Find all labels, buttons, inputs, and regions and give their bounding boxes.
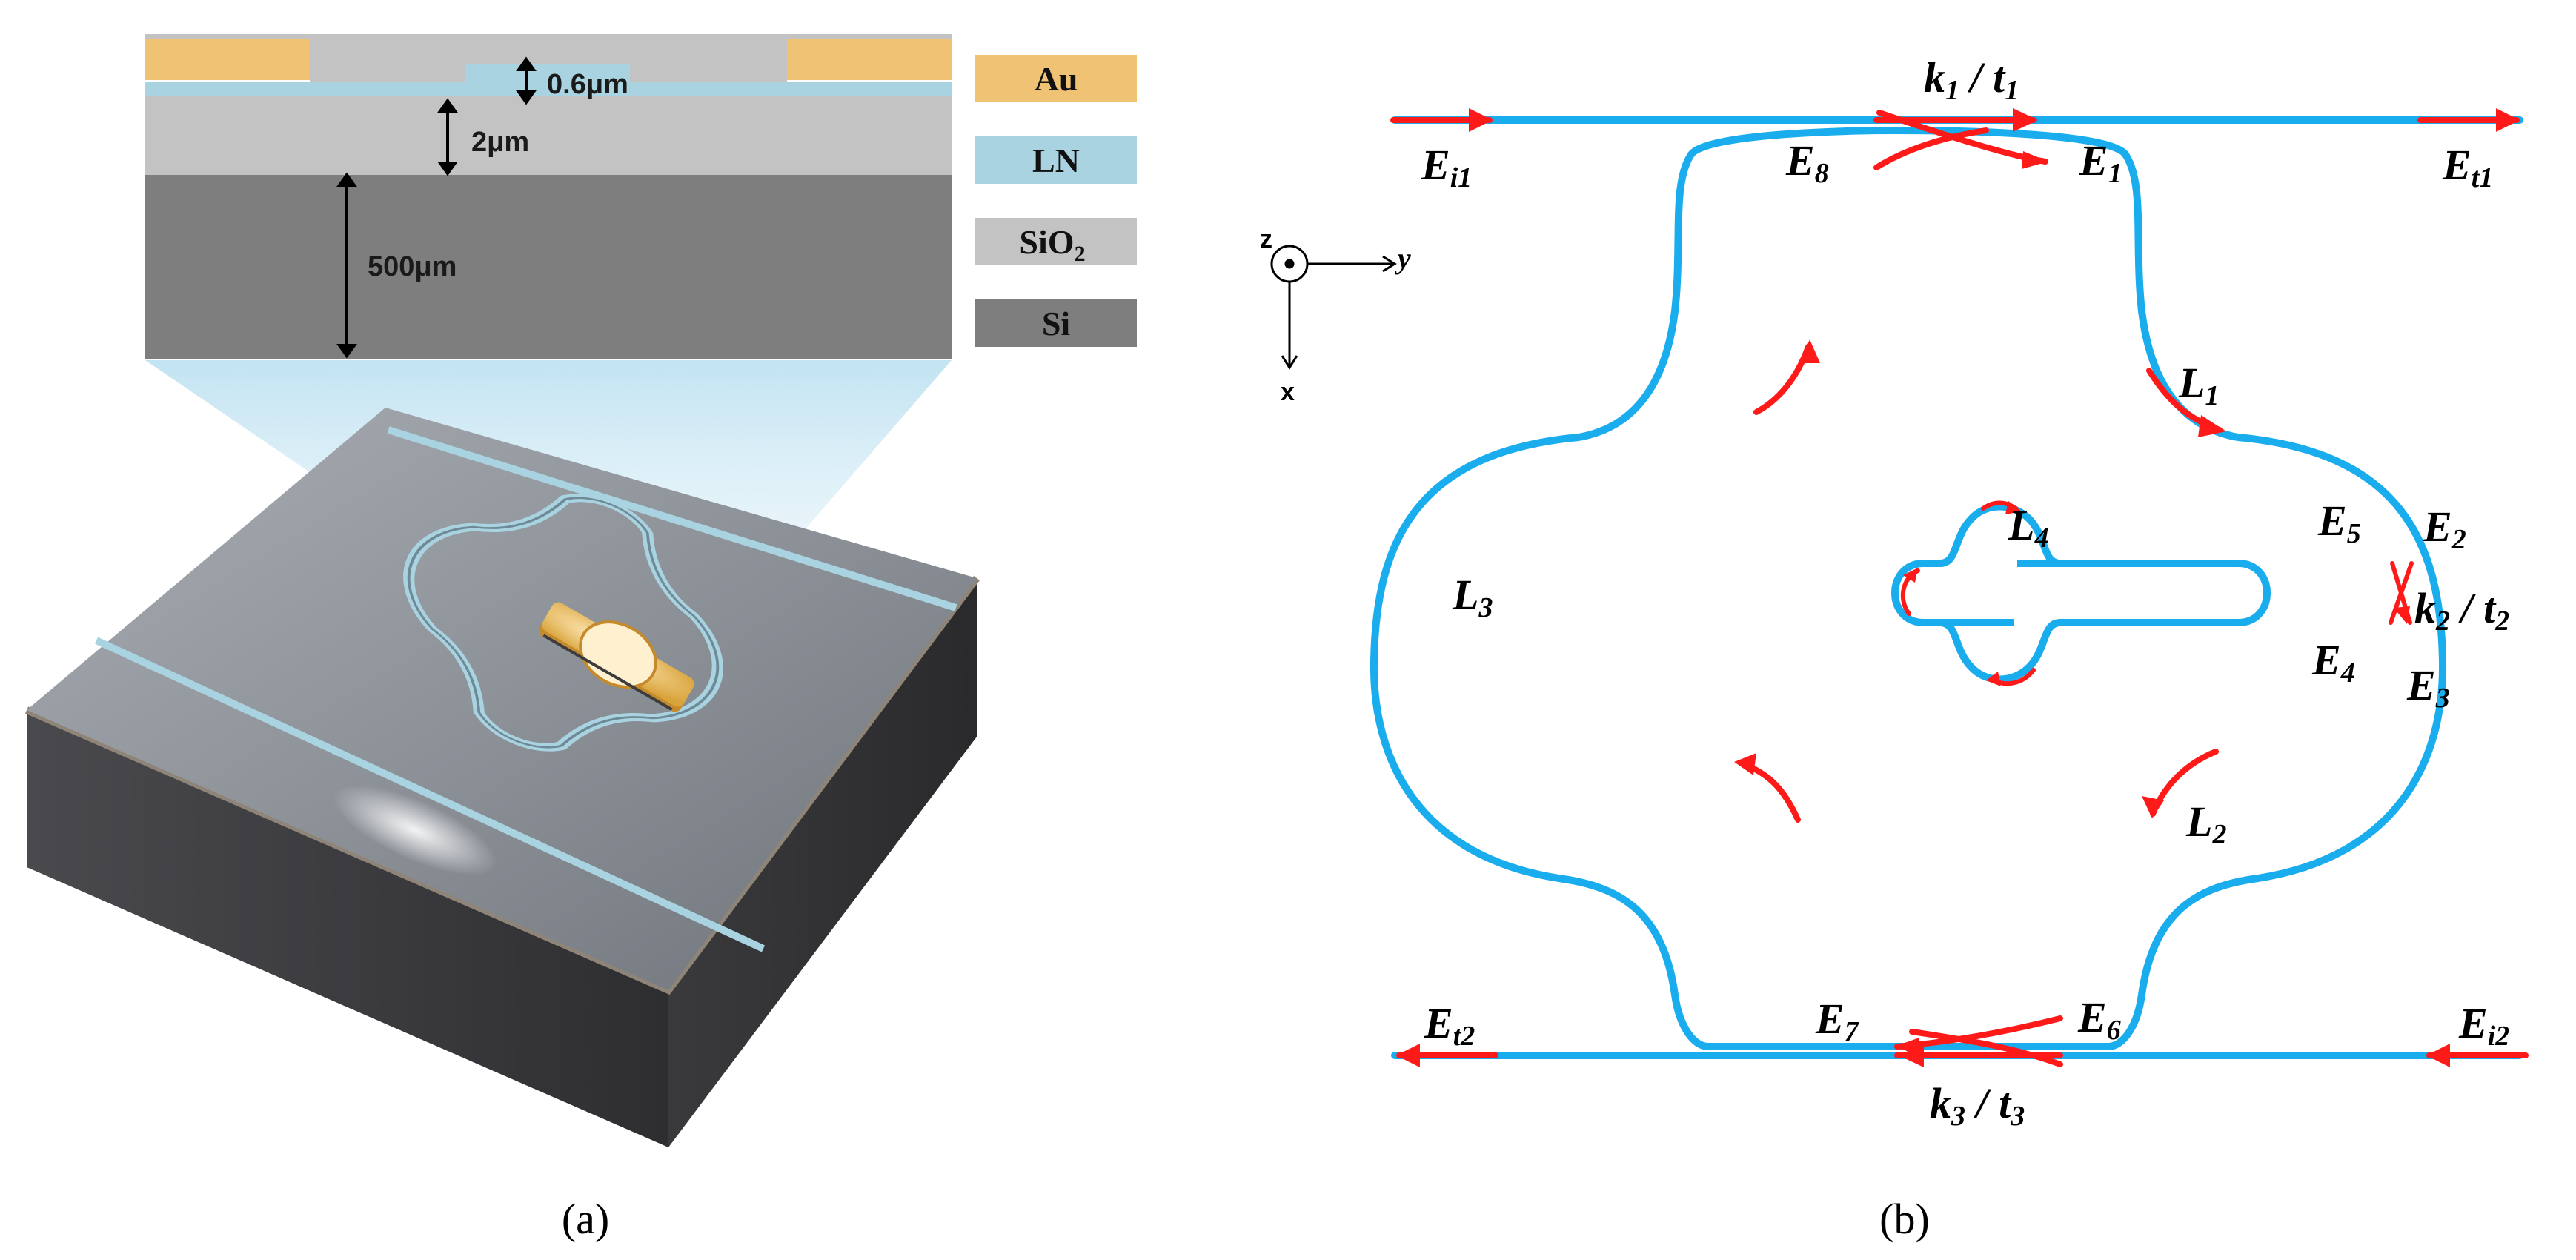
label-e7: E7: [1815, 995, 1860, 1047]
cross-section: [145, 34, 952, 359]
label-k2-t2: k2 / t2: [2414, 584, 2509, 637]
arrow-inner-left: [1901, 568, 1920, 616]
label-l1: L1: [2178, 359, 2219, 411]
direction-arrows: [1390, 108, 2529, 1067]
arrow-ei1: [1390, 108, 1493, 132]
caption-b: (b): [1879, 1195, 1930, 1243]
label-ei1: Ei1: [1421, 141, 1472, 193]
chip-electrode: [539, 602, 694, 712]
inner-ring: [1891, 503, 2271, 683]
chip-3d: [24, 408, 980, 1147]
material-legend: Au LN SiO2 Si: [975, 55, 1137, 347]
arrow-inner-top: [1981, 500, 2022, 514]
layer-sio2-lower: [145, 96, 952, 175]
label-et1: Et1: [2442, 141, 2493, 193]
label-e8: E8: [1785, 136, 1829, 189]
ln-ridge-top: [465, 64, 630, 82]
legend-label-au: Au: [1035, 60, 1078, 98]
coupler-top-arrows: [1873, 108, 2048, 170]
layer-ln: [145, 82, 952, 96]
label-k1-t1: k1 / t1: [1924, 53, 2019, 106]
label-et2: Et2: [1424, 999, 1475, 1052]
coupler-right-arrows: [2389, 561, 2414, 625]
panel-b: z y x: [1260, 53, 2529, 1243]
chip-highlight: [333, 785, 497, 875]
panel-a: 0.6μm 2μm 500μm Au LN SiO2 Si: [24, 34, 1137, 1243]
electrode-left: [145, 39, 310, 80]
waveguides: [1370, 116, 2523, 1059]
arrow-et1: [2417, 108, 2520, 132]
arrow-et2: [1396, 1044, 1498, 1067]
dimension-markers: [336, 56, 537, 359]
label-k3-t3: k3 / t3: [1930, 1079, 2025, 1132]
arrow-l1: [2146, 368, 2226, 437]
legend-swatch-si: [975, 299, 1137, 347]
dimension-label-500um: 500μm: [368, 251, 457, 282]
coupler-bottom-arrows: [1894, 1015, 2063, 1067]
legend-swatch-sio2: [975, 218, 1137, 265]
coordinate-axes: [1270, 245, 1397, 370]
arrow-l2: [2142, 749, 2219, 818]
diagram-labels: Ei1 Et1 Et2 Ei2 E1 E8 E2 E3 E4 E5 E6 E7 …: [1421, 53, 2509, 1132]
dimension-label-2um: 2μm: [471, 127, 529, 158]
arrow-l3-upper: [1753, 339, 1820, 415]
axis-label-x: x: [1281, 378, 1295, 406]
legend-label-ln: LN: [1032, 142, 1080, 179]
caption-a: (a): [562, 1195, 609, 1243]
label-e5: E5: [2317, 497, 2361, 549]
legend-swatch-ln: [975, 136, 1137, 184]
axis-label-y: y: [1395, 242, 1411, 275]
arrow-l3-lower: [1734, 753, 1801, 823]
arrow-ei2: [2426, 1044, 2529, 1067]
label-l2: L2: [2185, 798, 2226, 850]
label-e6: E6: [2077, 993, 2121, 1046]
label-e4: E4: [2311, 636, 2355, 689]
chip-right-face: [668, 578, 977, 1147]
label-e2: E2: [2423, 503, 2466, 555]
arrow-inner-bottom: [1986, 668, 2036, 686]
chip-bus-waveguide-bottom: [94, 637, 766, 952]
chip-front-face: [27, 710, 668, 1147]
label-e1: E1: [2079, 136, 2122, 189]
dimension-label-0-6um: 0.6μm: [547, 69, 628, 100]
chip-top-face: [27, 408, 977, 990]
outer-flower-ring: [1370, 126, 2447, 1050]
label-l4: L4: [2008, 501, 2048, 554]
legend-swatch-au: [975, 55, 1137, 102]
label-e3: E3: [2406, 661, 2450, 714]
axis-label-z: z: [1260, 225, 1272, 253]
legend-label-sio2: SiO2: [1019, 223, 1085, 266]
layer-si: [145, 175, 952, 359]
chip-bus-waveguide-top: [387, 426, 957, 611]
legend-label-si: Si: [1042, 305, 1071, 342]
label-ei2: Ei2: [2458, 999, 2509, 1052]
electrode-right: [787, 39, 952, 80]
label-l3: L3: [1452, 571, 1493, 623]
